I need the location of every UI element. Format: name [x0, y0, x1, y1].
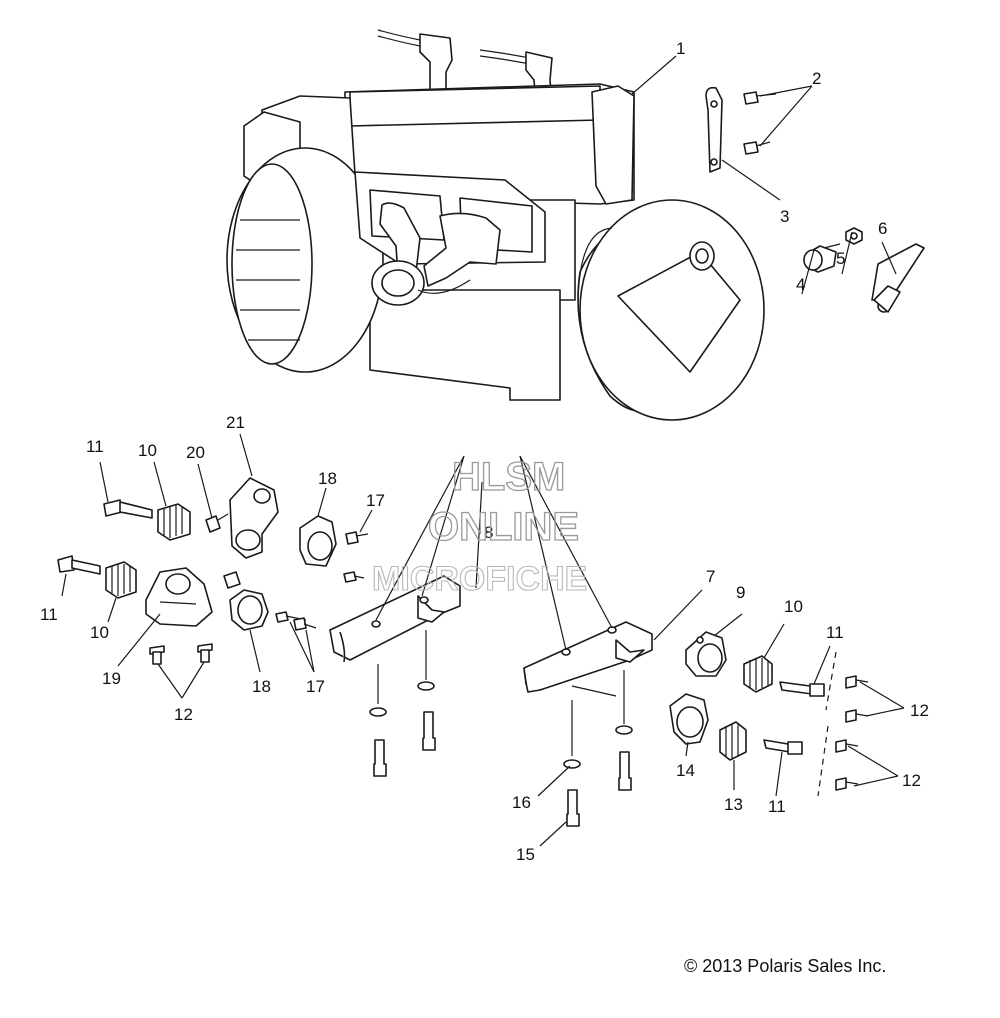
mount-block-part-19	[145, 567, 213, 627]
watermark-line-3: MICROFICHE	[372, 560, 587, 598]
screw-part-2a	[743, 91, 777, 105]
grommet-part-10c	[743, 655, 773, 693]
callout-11-right-lower: 11	[768, 797, 786, 816]
washer-part-16c	[563, 759, 581, 769]
isolator-part-18b	[299, 515, 337, 567]
callout-6: 6	[878, 219, 887, 238]
bolt-part-11c	[779, 681, 825, 697]
washer-part-16d	[615, 725, 633, 735]
callout-1: 1	[676, 39, 685, 58]
callout-11-upper: 11	[86, 437, 104, 456]
bolt-part-12d	[845, 709, 869, 723]
callout-labels: 1 2 3 4 5 6 7 8 9 10 10 10 11 11 11 11 1…	[40, 39, 929, 864]
bolt-part-15c	[566, 789, 580, 827]
screw-part-20b	[223, 571, 241, 589]
callout-20: 20	[186, 443, 205, 462]
engine-assembly	[226, 29, 765, 421]
bolt-part-11b	[57, 555, 101, 575]
callout-18-upper: 18	[318, 469, 337, 488]
mount-bracket-part-7	[523, 621, 653, 693]
bolt-part-15a	[373, 739, 387, 777]
callout-11-lower: 11	[40, 605, 58, 624]
callout-8: 8	[484, 523, 493, 542]
watermark: HLSM ONLINE MICROFICHE	[371, 454, 587, 598]
washer-part-16b	[417, 681, 435, 691]
callout-4: 4	[796, 275, 805, 294]
callout-10-right: 10	[784, 597, 803, 616]
callout-16: 16	[512, 793, 531, 812]
leader-lines	[61, 55, 905, 847]
callout-3: 3	[780, 207, 789, 226]
bolt-part-11a	[103, 499, 153, 519]
callout-12-left: 12	[174, 705, 193, 724]
bolt-part-11d	[763, 739, 803, 755]
bolt-part-12f	[835, 777, 859, 791]
screw-part-2b	[743, 141, 771, 155]
callout-5: 5	[836, 249, 845, 268]
callout-7: 7	[706, 567, 715, 586]
screw-part-17b	[293, 617, 317, 631]
callout-12-right-upper: 12	[910, 701, 929, 720]
watermark-line-1: HLSM	[452, 455, 565, 499]
screw-part-17a	[275, 611, 307, 623]
callout-21: 21	[226, 413, 245, 432]
callout-18-lower: 18	[252, 677, 271, 696]
callout-17-upper: 17	[366, 491, 385, 510]
grommet-part-10a	[157, 503, 191, 541]
bracket-part-3	[705, 86, 723, 173]
isolator-part-14	[669, 693, 709, 745]
grommet-part-10b	[105, 561, 137, 599]
screw-part-17c	[345, 531, 369, 545]
screw-part-20	[205, 513, 229, 533]
bolt-part-12c	[845, 675, 869, 689]
callout-13: 13	[724, 795, 743, 814]
guide-line-upper	[825, 651, 837, 711]
callout-2: 2	[812, 69, 821, 88]
callout-14: 14	[676, 761, 695, 780]
guide-line-lower	[817, 725, 829, 797]
bracket-part-6	[871, 243, 925, 313]
bolt-part-12e	[835, 739, 859, 753]
bolt-part-15d	[618, 751, 632, 791]
callout-17-lower: 17	[306, 677, 325, 696]
callout-10-lower: 10	[90, 623, 109, 642]
isolator-part-9	[685, 631, 727, 677]
bolt-part-15b	[422, 711, 436, 751]
grommet-part-13	[719, 721, 747, 761]
callout-9: 9	[736, 583, 745, 602]
copyright-notice: © 2013 Polaris Sales Inc.	[684, 956, 887, 976]
callout-10-upper: 10	[138, 441, 157, 460]
isolator-part-18a	[229, 589, 269, 631]
callout-15: 15	[516, 845, 535, 864]
bolt-part-12a	[149, 645, 165, 665]
screw-part-17d	[343, 571, 365, 583]
callout-19: 19	[102, 669, 121, 688]
watermark-line-2: ONLINE	[428, 505, 579, 549]
bolt-part-12b	[197, 643, 213, 663]
callout-11-right-upper: 11	[826, 623, 844, 642]
mount-bracket-part-21	[229, 477, 279, 559]
washer-part-16a	[369, 707, 387, 717]
mount-bracket-part-8	[329, 575, 461, 663]
nut-part-5	[845, 227, 863, 245]
callout-12-right-lower: 12	[902, 771, 921, 790]
